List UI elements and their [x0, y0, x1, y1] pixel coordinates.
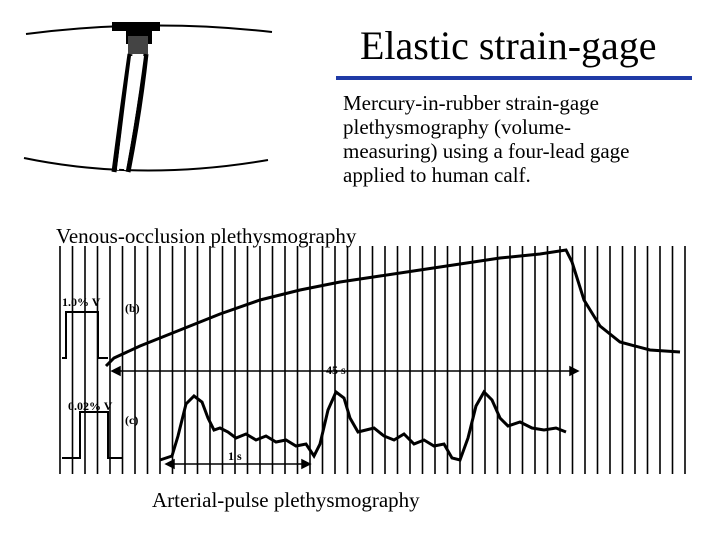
duration-label-45s: 45 s — [326, 363, 346, 377]
panel-label-b: (b) — [125, 301, 140, 315]
gage-description: Mercury-in-rubber strain-gage plethysmog… — [343, 91, 630, 187]
arterial-pulse-trace — [159, 389, 567, 462]
recording-grid — [59, 246, 686, 474]
arterial-pulse-caption: Arterial-pulse plethysmography — [152, 488, 420, 512]
title-underline — [336, 76, 692, 80]
strain-gage-icon — [111, 22, 160, 173]
venous-occlusion-caption: Venous-occlusion plethysmography — [56, 224, 357, 248]
calibration-pulse-b — [62, 311, 108, 359]
venous-occlusion-trace — [104, 248, 681, 368]
calibration-pulse-c — [62, 411, 122, 459]
calibration-label-b: 1.0% V — [62, 295, 101, 309]
duration-marker-45s — [110, 365, 580, 377]
duration-marker-1s — [164, 458, 312, 470]
panel-label-c: (c) — [125, 413, 138, 427]
duration-label-1s: 1 s — [228, 449, 242, 463]
slide-title: Elastic strain-gage — [360, 23, 657, 68]
calibration-label-c: 0.02% V — [68, 399, 113, 413]
